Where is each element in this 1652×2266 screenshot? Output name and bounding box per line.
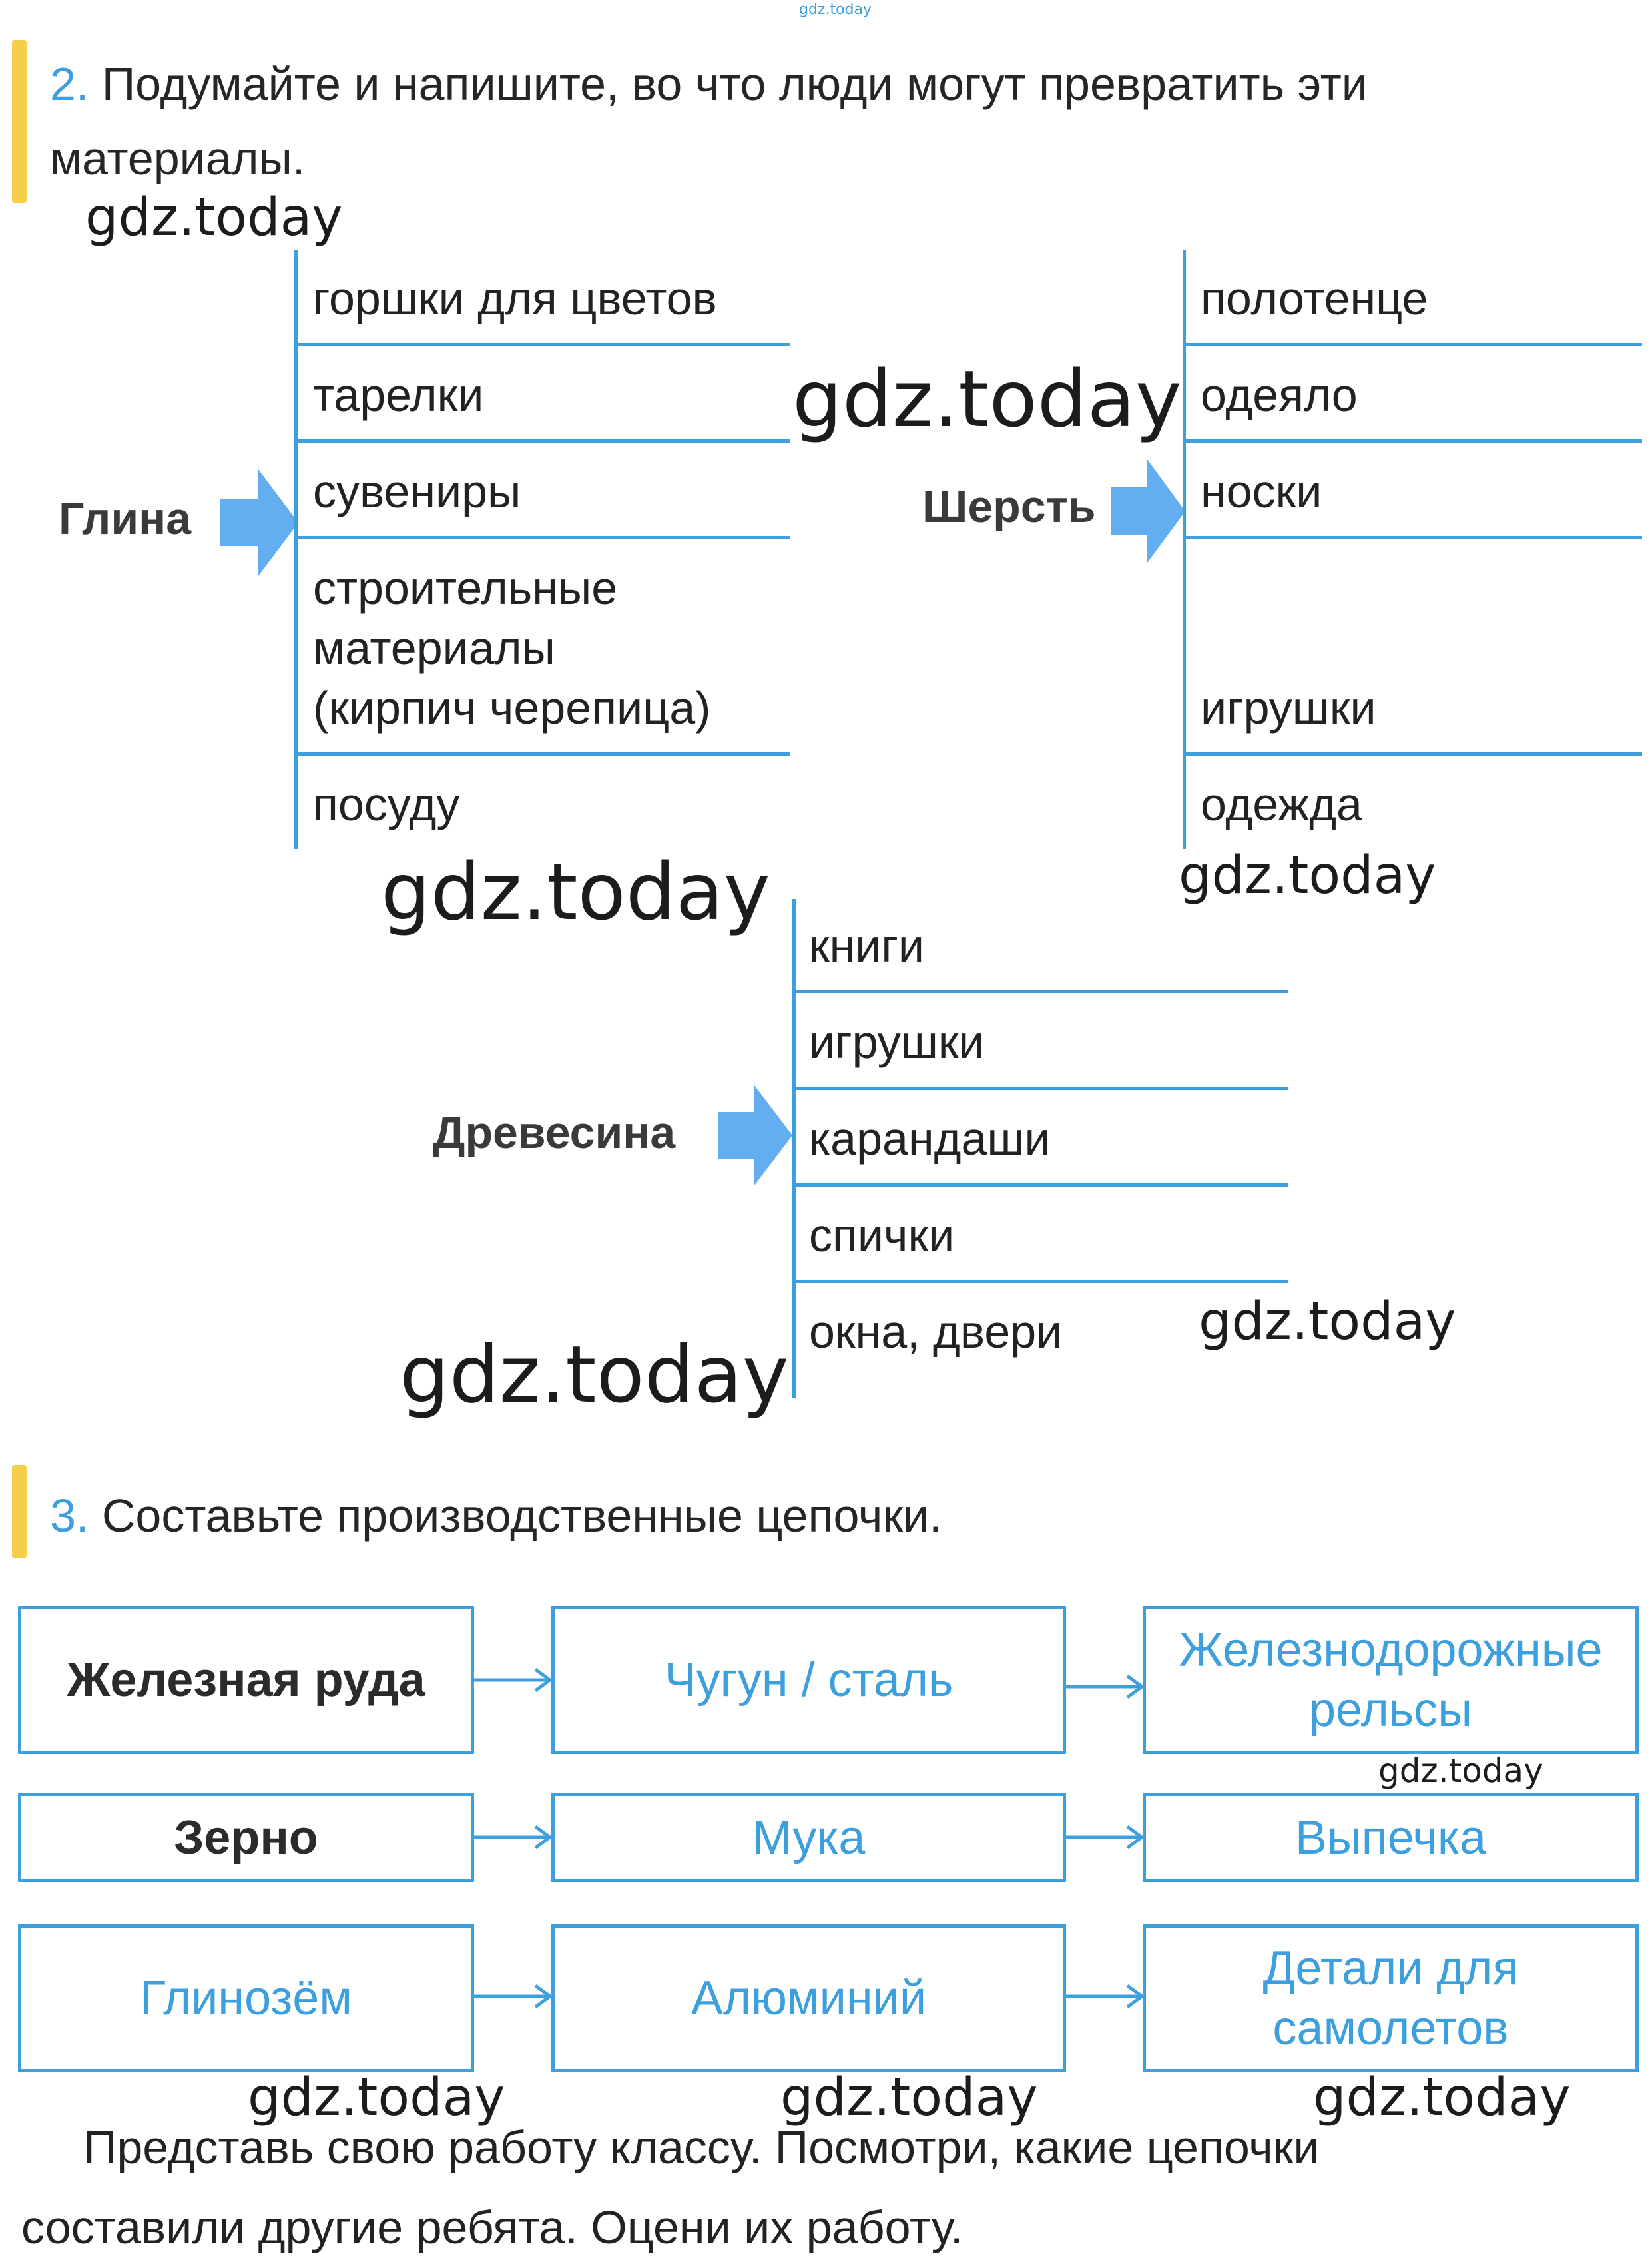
wool-arrow-icon	[1111, 459, 1185, 563]
watermark: gdz.today	[792, 353, 1182, 445]
task2-title-line2: материалы.	[50, 133, 306, 184]
chain-arrow-icon	[474, 1984, 553, 2009]
footer-line1: Представь свою работу классу. Посмотри, …	[83, 2122, 1320, 2173]
wood-item: книги	[809, 920, 925, 972]
wool-label: Шерсть	[922, 481, 1096, 532]
task3-number: 3.	[50, 1490, 89, 1542]
wood-bracket	[792, 899, 796, 1398]
chain-arrow-icon	[474, 1667, 553, 1693]
clay-item: материалы	[313, 622, 555, 674]
divider	[792, 1087, 1288, 1090]
clay-label: Глина	[59, 493, 192, 544]
divider	[1183, 343, 1642, 346]
chain1-box1: Железная руда	[18, 1606, 474, 1754]
task3-title: 3. Составьте производственные цепочки.	[50, 1478, 942, 1553]
chain-box-text: Железнодорожные рельсы	[1179, 1623, 1603, 1737]
clay-item: сувениры	[313, 465, 521, 517]
chain2-box1: Зерно	[18, 1793, 474, 1882]
task3-title-text: Составьте производственные цепочки.	[101, 1490, 942, 1542]
clay-arrow-icon	[220, 469, 298, 576]
wool-bracket	[1183, 250, 1186, 849]
watermark: gdz.today	[1199, 1292, 1456, 1352]
wood-label: Древесина	[433, 1107, 676, 1158]
wool-item: одеяло	[1201, 369, 1358, 421]
chain3-box3: Детали для самолетов	[1143, 1924, 1639, 2072]
watermark: gdz.today	[780, 2068, 1038, 2127]
divider	[294, 536, 790, 539]
watermark: gdz.today	[1313, 2068, 1571, 2127]
watermark: gdz.today	[400, 1328, 789, 1420]
watermark: gdz.today	[1378, 1751, 1543, 1790]
divider	[294, 343, 790, 346]
task2-marker	[12, 40, 27, 203]
divider	[294, 439, 790, 443]
clay-item: (кирпич черепица)	[313, 682, 711, 734]
chain-arrow-icon	[1066, 1984, 1145, 2009]
chain-box-text: Железная руда	[67, 1653, 425, 1707]
wool-item: полотенце	[1201, 272, 1428, 324]
divider	[792, 990, 1288, 993]
footer-line2: составили другие ребята. Оцени их работу…	[21, 2201, 964, 2253]
chain-box-text: Чугун / сталь	[664, 1653, 954, 1707]
wood-item: игрушки	[809, 1016, 985, 1068]
chain-box-text: Глинозём	[140, 1972, 352, 2025]
chain-box-text: Выпечка	[1294, 1811, 1487, 1864]
chain1-box3: Железнодорожные рельсы	[1143, 1606, 1639, 1754]
watermark: gdz.today	[1179, 846, 1436, 906]
clay-item: посуду	[313, 778, 460, 830]
chain2-box3: Выпечка	[1143, 1793, 1639, 1882]
watermark: gdz.today	[248, 2068, 505, 2127]
wool-item: игрушки	[1201, 682, 1376, 734]
chain3-box1: Глинозём	[18, 1924, 474, 2072]
divider	[1183, 439, 1642, 443]
chain-box-text: Детали для самолетов	[1262, 1942, 1519, 2055]
chain-arrow-icon	[1066, 1825, 1145, 1850]
task2-title: 2. Подумайте и напишите, во что люди мог…	[50, 47, 1368, 196]
header-watermark: gdz.today	[799, 1, 872, 18]
clay-bracket	[294, 250, 298, 849]
wool-item: носки	[1201, 465, 1322, 517]
wood-item: спички	[809, 1209, 955, 1261]
watermark: gdz.today	[85, 188, 343, 248]
wood-item: карандаши	[809, 1113, 1051, 1165]
clay-item: горшки для цветов	[313, 272, 717, 324]
chain-arrow-icon	[1066, 1674, 1145, 1699]
task3-marker	[12, 1465, 27, 1558]
divider	[294, 752, 790, 756]
wood-item: окна, двери	[809, 1306, 1063, 1358]
divider	[792, 1280, 1288, 1283]
chain1-box2: Чугун / сталь	[551, 1606, 1066, 1754]
chain3-box2: Алюминий	[551, 1924, 1066, 2072]
chain-arrow-icon	[474, 1825, 553, 1850]
task2-title-line1: Подумайте и напишите, во что люди могут …	[101, 58, 1368, 110]
chain-box-text: Алюминий	[690, 1972, 927, 2025]
clay-item: тарелки	[313, 369, 484, 421]
chain-box-text: Мука	[752, 1811, 866, 1864]
clay-item: строительные	[313, 562, 618, 614]
task2-number: 2.	[50, 58, 89, 110]
watermark: gdz.today	[381, 846, 770, 938]
wool-item: одежда	[1201, 778, 1362, 830]
divider	[792, 1183, 1288, 1187]
wood-arrow-icon	[718, 1085, 792, 1185]
divider	[1183, 536, 1642, 539]
chain2-box2: Мука	[551, 1793, 1066, 1882]
chain-box-text: Зерно	[174, 1811, 318, 1864]
divider	[1183, 752, 1642, 756]
